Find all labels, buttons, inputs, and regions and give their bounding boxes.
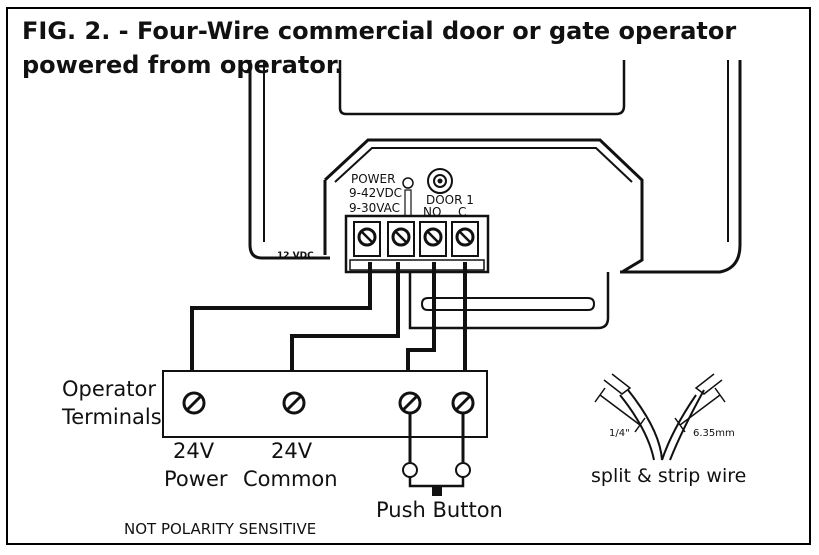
mounting-bracket	[408, 272, 610, 330]
side-voltage-label: 12 VDC	[277, 251, 314, 261]
strip-length-mm: 6.35mm	[693, 428, 735, 439]
push-button	[402, 413, 471, 496]
no-label: NO	[423, 205, 442, 219]
strip-length-inch: 1/4"	[609, 428, 630, 439]
terminal-power-line1: 24V	[173, 439, 215, 463]
door-label: DOOR 1	[426, 193, 474, 207]
wire-power	[190, 262, 372, 390]
device-housing	[248, 60, 742, 274]
c-label: C	[458, 205, 467, 219]
wire-common	[290, 262, 400, 390]
terminal-power-line2: Power	[164, 467, 228, 491]
strip-wire-caption: split & strip wire	[591, 465, 747, 487]
operator-label-line2: Terminals	[62, 405, 162, 429]
operator-terminal-block	[162, 370, 488, 438]
voltage-dc-label: 9-42VDC	[349, 186, 403, 200]
operator-label-line1: Operator	[62, 377, 156, 401]
polarity-note: NOT POLARITY SENSITIVE	[124, 520, 317, 538]
figure-title: FIG. 2. - Four-Wire commercial door or g…	[22, 17, 737, 79]
power-led	[402, 177, 414, 189]
push-button-label: Push Button	[376, 498, 503, 522]
voltage-ac-label: 9-30VAC	[349, 201, 401, 215]
power-label: POWER	[351, 172, 396, 186]
device-terminal-strip	[344, 214, 490, 274]
strip-wire-illustration	[594, 373, 726, 461]
terminal-common-line1: 24V	[271, 439, 313, 463]
terminal-common-line2: Common	[243, 467, 338, 491]
